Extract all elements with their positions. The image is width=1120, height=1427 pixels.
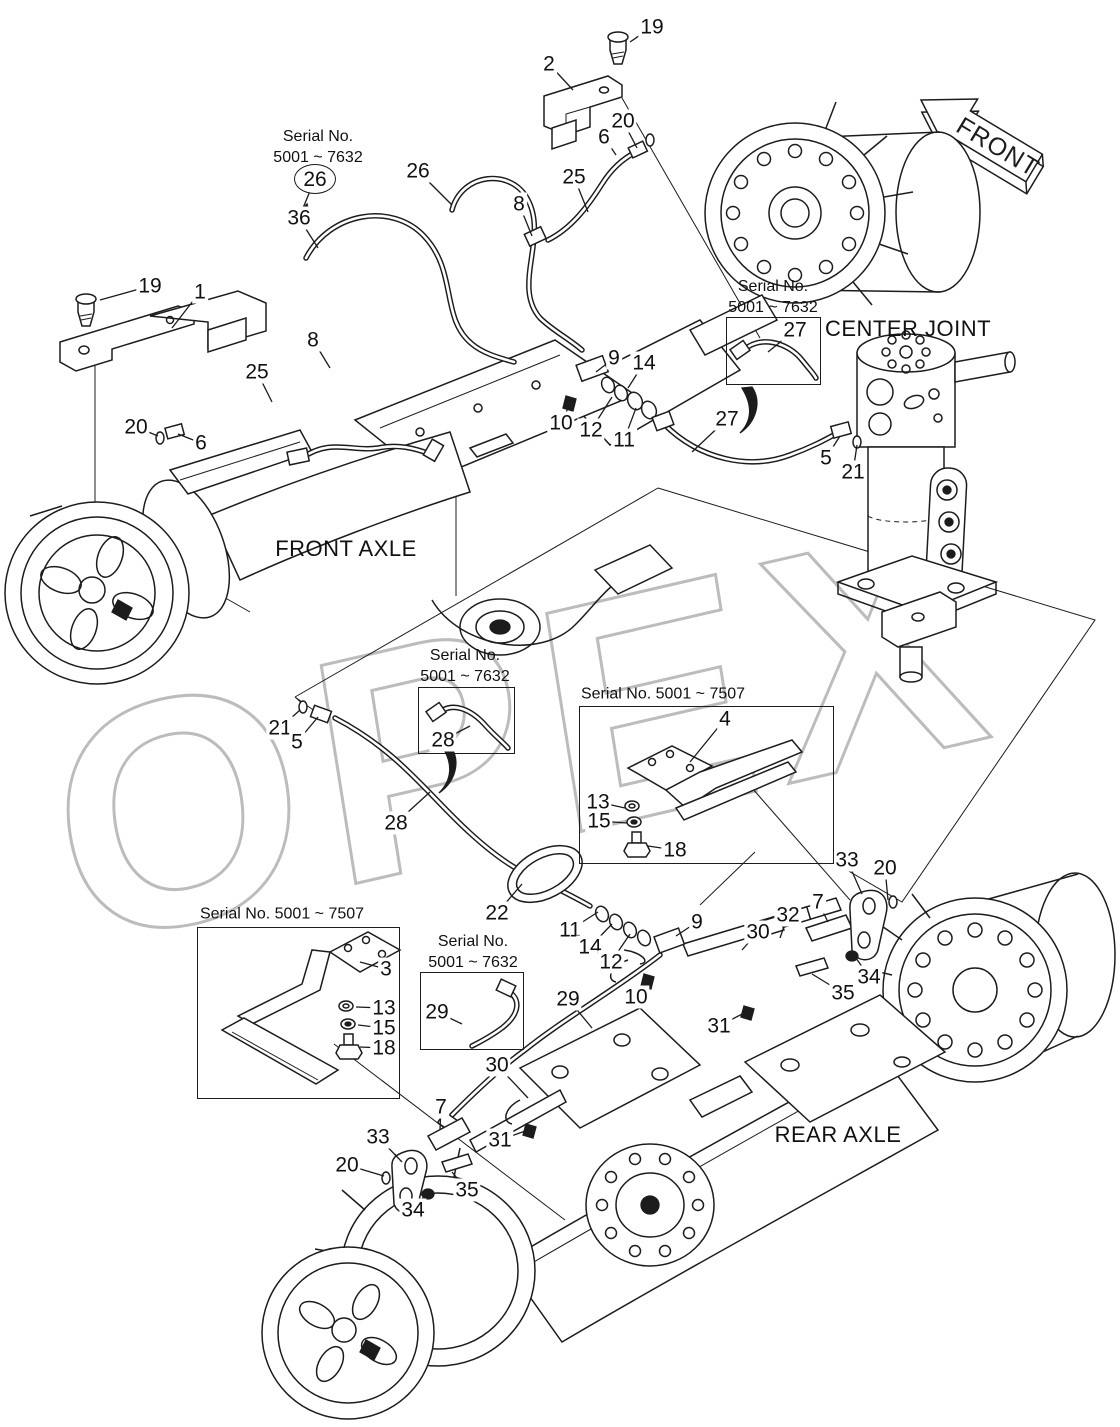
center-joint-drawing xyxy=(835,330,1016,683)
detail-box-art xyxy=(220,339,819,1085)
screw-19-left xyxy=(75,293,97,327)
bracket-1 xyxy=(59,290,267,372)
screw-19-top xyxy=(607,31,629,65)
rear-axle-drawing xyxy=(261,872,1116,1420)
front-axle-drawing xyxy=(4,101,981,685)
bracket-2 xyxy=(543,75,623,151)
